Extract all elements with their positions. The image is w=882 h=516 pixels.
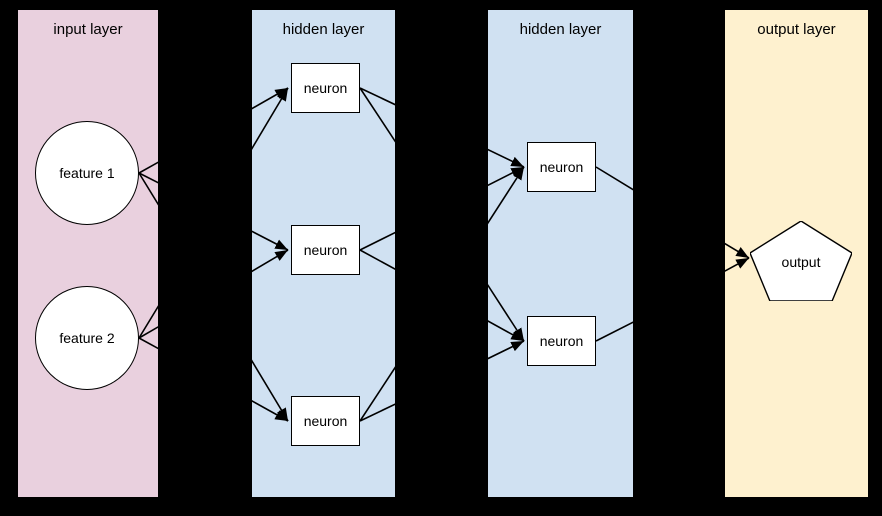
layer-title-hidden-1: hidden layer bbox=[282, 21, 365, 38]
node-label-hidden2-neuron-2: neuron bbox=[539, 333, 584, 349]
node-hidden1-neuron-1[interactable]: neuron bbox=[291, 63, 360, 113]
node-label-feature-1: feature 1 bbox=[59, 165, 115, 181]
layer-panel-hidden-2: hidden layer bbox=[488, 10, 633, 497]
node-label-hidden1-neuron-1: neuron bbox=[303, 80, 348, 96]
node-hidden2-neuron-1[interactable]: neuron bbox=[527, 142, 596, 192]
layer-title-input: input layer bbox=[53, 21, 123, 38]
node-hidden1-neuron-2[interactable]: neuron bbox=[291, 225, 360, 275]
node-label-output-node: output bbox=[781, 253, 821, 270]
node-feature-1[interactable]: feature 1 bbox=[35, 121, 139, 225]
node-hidden1-neuron-3[interactable]: neuron bbox=[291, 396, 360, 446]
node-label-hidden2-neuron-1: neuron bbox=[539, 159, 584, 175]
pentagon-shape bbox=[750, 221, 852, 301]
node-output-node[interactable]: output bbox=[750, 221, 852, 301]
node-label-hidden1-neuron-2: neuron bbox=[303, 242, 348, 258]
layer-title-hidden-2: hidden layer bbox=[519, 21, 602, 38]
node-label-feature-2: feature 2 bbox=[59, 330, 115, 346]
layer-panel-input: input layer bbox=[18, 10, 158, 497]
node-hidden2-neuron-2[interactable]: neuron bbox=[527, 316, 596, 366]
node-label-hidden1-neuron-3: neuron bbox=[303, 413, 348, 429]
node-feature-2[interactable]: feature 2 bbox=[35, 286, 139, 390]
layer-title-output: output layer bbox=[757, 21, 836, 38]
